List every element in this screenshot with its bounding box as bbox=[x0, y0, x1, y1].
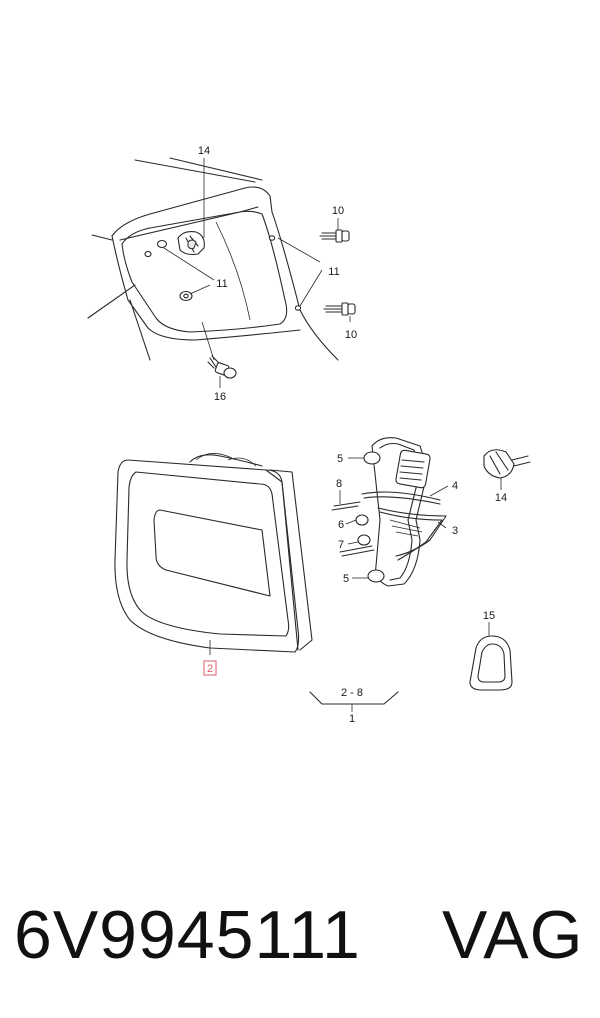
callout-3: 3 bbox=[452, 525, 458, 537]
callout-10-bottom: 10 bbox=[345, 329, 357, 341]
screw-10-bottom bbox=[323, 302, 356, 316]
seal-15 bbox=[469, 622, 513, 691]
bulb-5-top bbox=[363, 451, 381, 465]
callout-6: 6 bbox=[338, 519, 344, 531]
callout-8: 8 bbox=[336, 478, 342, 490]
callout-1: 1 bbox=[349, 713, 355, 725]
tail-lamp-housing bbox=[114, 453, 313, 655]
callout-5-bottom: 5 bbox=[343, 573, 349, 585]
bulb-holder-14-top bbox=[177, 231, 205, 256]
bulb-6 bbox=[355, 514, 369, 526]
bulb-5-bottom bbox=[367, 569, 385, 583]
callout-11-left: 11 bbox=[216, 278, 227, 290]
callout-2: 2 bbox=[207, 663, 213, 675]
footer-banner: 6V9945111 VAG bbox=[0, 880, 600, 990]
callout-14-top: 14 bbox=[198, 145, 210, 157]
bulb-holder-14-right bbox=[483, 449, 531, 490]
part-number: 6V9945111 bbox=[14, 897, 361, 973]
callout-2-8: 2 - 8 bbox=[341, 687, 363, 699]
callout-14-right: 14 bbox=[495, 492, 507, 504]
assembly-bracket bbox=[309, 691, 399, 712]
callout-15: 15 bbox=[483, 610, 495, 622]
brand-name: VAG bbox=[442, 897, 584, 973]
bulb-7 bbox=[357, 534, 371, 546]
body-mounting-assembly bbox=[87, 157, 356, 388]
parts-diagram: 14 10 11 11 10 16 5 4 8 6 3 7 5 14 15 2 … bbox=[87, 145, 531, 725]
callout-2-highlight-box bbox=[203, 660, 217, 676]
callout-11-right: 11 bbox=[328, 266, 339, 278]
screw-10-top bbox=[319, 229, 350, 243]
callout-10-top: 10 bbox=[332, 205, 344, 217]
callout-7: 7 bbox=[338, 539, 344, 551]
callout-16: 16 bbox=[214, 391, 226, 403]
callout-5-top: 5 bbox=[337, 453, 343, 465]
screw-16 bbox=[207, 355, 237, 379]
bulb-carrier bbox=[331, 437, 449, 587]
callout-4: 4 bbox=[452, 480, 458, 492]
